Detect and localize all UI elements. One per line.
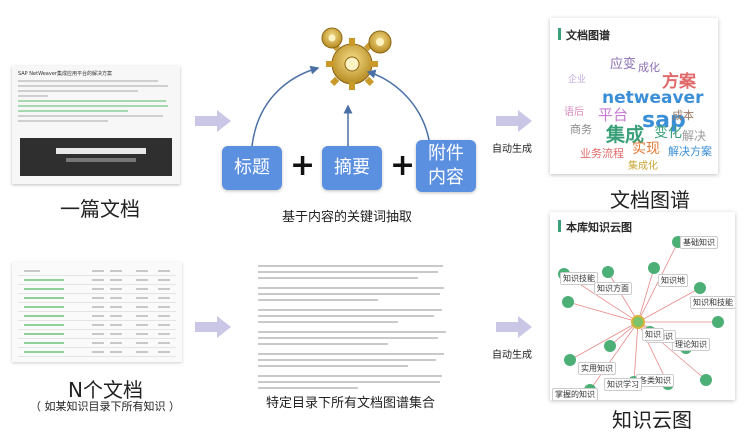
title-box: 标题: [222, 146, 282, 190]
graph-node-label: 知识地: [658, 274, 688, 287]
word-cloud-term: 语后: [564, 107, 584, 118]
flow-arrow-icon: [496, 316, 532, 338]
graph-node: [564, 354, 576, 366]
word-cloud-term: 业务流程: [580, 147, 624, 160]
graph-node: [604, 340, 616, 352]
collection-label: 特定目录下所有文档图谱集合: [266, 396, 436, 411]
graph-node: [694, 282, 706, 294]
graph-center-label: 知识: [642, 328, 664, 341]
attachment-box: 附件 内容: [416, 140, 476, 192]
graph-node-label: 理论知识: [672, 338, 710, 351]
graph-node-label: 知识技能: [560, 272, 598, 285]
word-cloud-term: 平台: [598, 106, 629, 124]
word-cloud-term: 方案: [662, 72, 696, 92]
single-document-label: 一篇文档: [60, 197, 140, 221]
graph-center-node: [631, 315, 645, 329]
plus-sign: +: [290, 148, 316, 183]
word-cloud-term: 变化: [654, 125, 682, 141]
doc-graph-label: 文档图谱: [610, 188, 690, 212]
flow-arrow-icon: [195, 316, 231, 338]
auto-generate-label-2: 自动生成: [492, 350, 532, 361]
flow-arrow-icon: [496, 110, 532, 132]
auto-generate-label: 自动生成: [492, 144, 532, 155]
knowledge-cloud-panel: 本库知识云图 基础知识知识技能知识方面知识地知识和技能理论知识实用知识各类知识知…: [550, 212, 735, 400]
abstract-box: 摘要: [322, 146, 382, 190]
graph-node-label: 知识和技能: [690, 296, 735, 309]
document-preview: SAP NetWeaver集成应用平台的解决方案: [12, 66, 180, 184]
word-cloud-term: 集成化: [628, 161, 658, 172]
graph-node-label: 实用知识: [578, 362, 616, 375]
word-cloud-term: 企业: [568, 75, 587, 85]
graph-node-label: 知识方面: [594, 282, 632, 295]
document-cover-image: [20, 138, 172, 176]
graph-node: [712, 316, 724, 328]
graph-node: [602, 266, 614, 278]
plus-sign-2: +: [390, 148, 416, 183]
extraction-arrows: [251, 65, 431, 147]
graph-node-label: 基础知识: [680, 236, 718, 249]
n-documents-sublabel: （ 如某知识目录下所有知识 ）: [30, 400, 180, 413]
extraction-label: 基于内容的关键词抽取: [282, 210, 413, 225]
document-list: [12, 262, 182, 362]
knowledge-cloud-label: 知识云图: [612, 408, 692, 432]
graph-node-label: 知识学习: [604, 378, 642, 391]
word-cloud-term: sap: [642, 108, 686, 133]
graph-collection-text: [258, 265, 448, 389]
word-cloud-term: 集成: [606, 124, 645, 146]
graph-node-label: 掌握的知识: [552, 388, 598, 400]
word-cloud-term: 成本: [672, 109, 694, 122]
word-cloud-term: 成化: [638, 61, 660, 74]
graph-node: [700, 374, 712, 386]
knowledge-cloud-title: 本库知识云图: [566, 221, 632, 234]
word-cloud-term: 实现: [632, 141, 660, 157]
graph-node: [648, 262, 660, 274]
word-cloud-title: 文档图谱: [566, 29, 610, 42]
word-cloud-term: 解决方案: [668, 145, 712, 158]
word-cloud-term: 解决: [682, 129, 707, 143]
word-cloud-term: netweaver: [602, 88, 704, 108]
word-cloud-term: 商务: [570, 123, 592, 136]
flow-arrow-icon: [195, 110, 231, 132]
gears-icon: [321, 27, 392, 90]
word-cloud-term: 应变: [610, 57, 637, 72]
document-title: SAP NetWeaver集成应用平台的解决方案: [18, 71, 112, 77]
graph-node: [562, 296, 574, 308]
n-documents-label: N个文档: [68, 378, 143, 402]
